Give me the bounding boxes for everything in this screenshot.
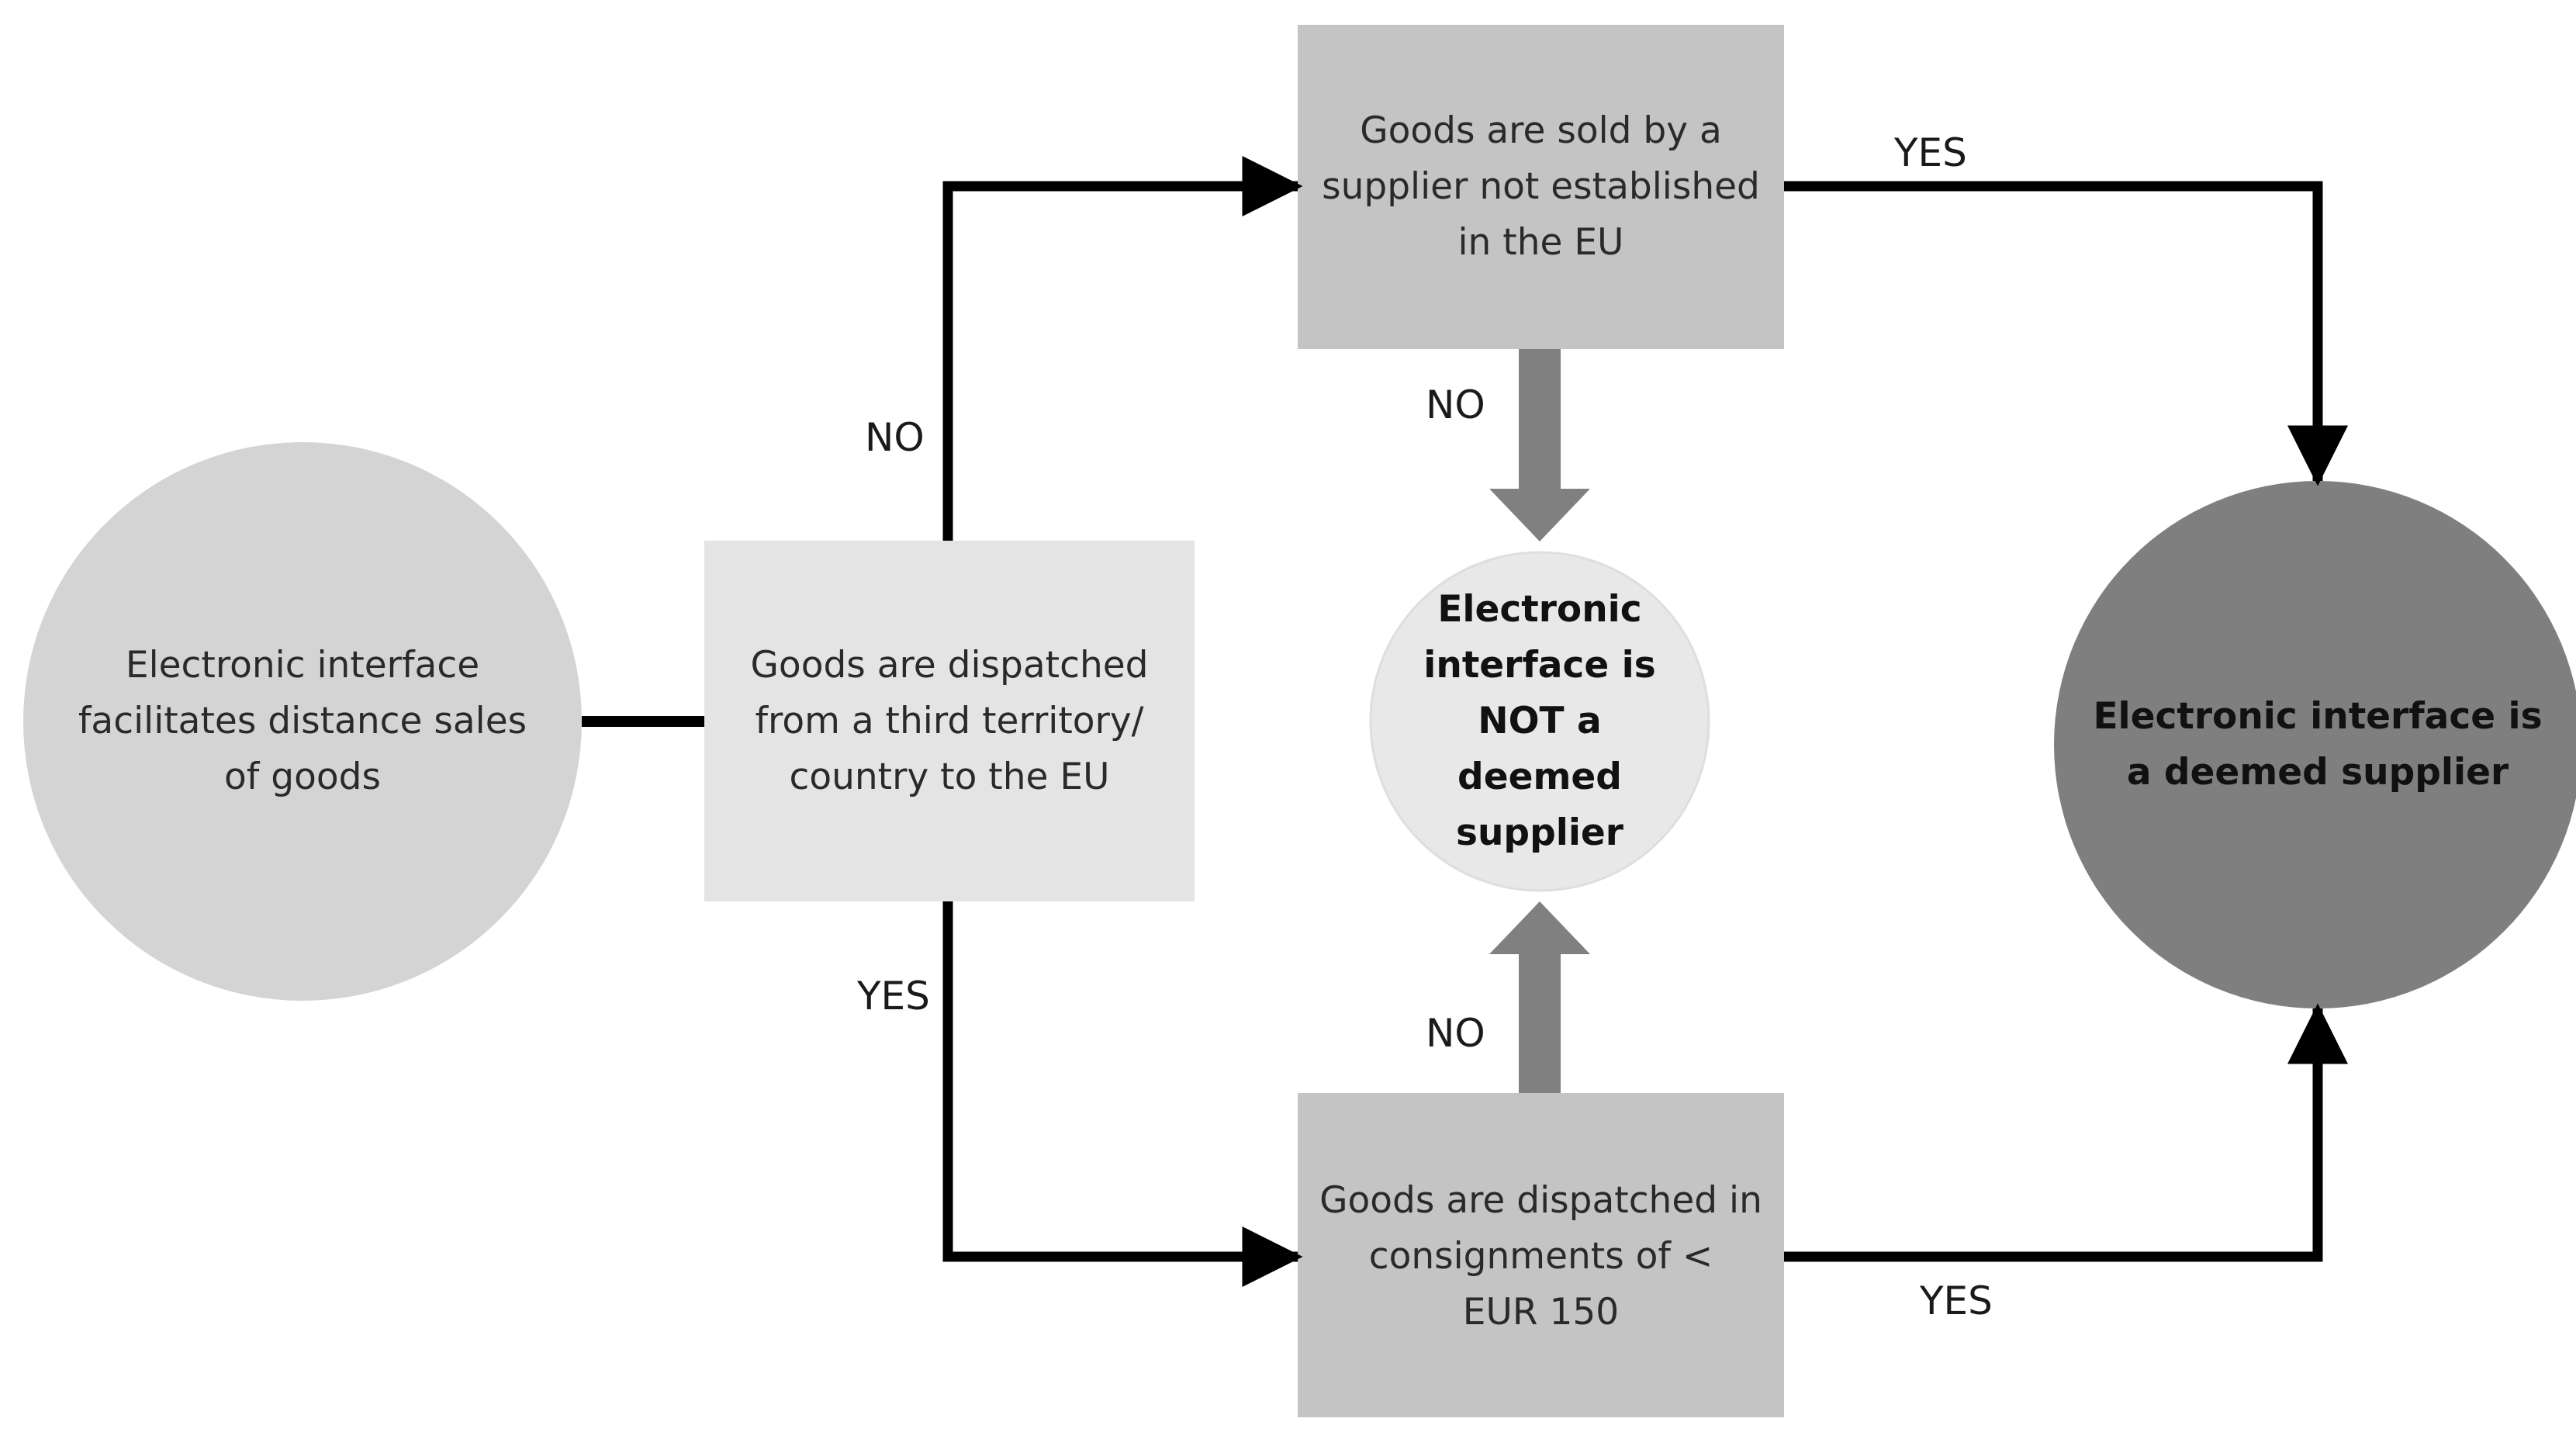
not-deemed-text: Electronic interface is NOT a deemed sup… xyxy=(1423,588,1656,854)
deemed-text: Electronic interface is a deemed supplie… xyxy=(2093,695,2543,794)
deemed-circle xyxy=(2054,481,2576,1008)
not-deemed-circle xyxy=(1369,551,1710,892)
label-no-top-center: NO xyxy=(1426,382,1485,427)
start-text: Electronic interface facilitates distanc… xyxy=(78,644,527,798)
no-to-not-established-arrow xyxy=(942,156,1303,541)
consignments-text: Goods are dispatched in consignments of … xyxy=(1319,1179,1762,1334)
dispatched-third-box xyxy=(704,541,1195,901)
consignments-box xyxy=(1298,1093,1784,1417)
label-yes-bottom-right: YES xyxy=(1920,1278,1993,1323)
yes-to-consignments-arrow xyxy=(942,901,1303,1287)
no-up-block-arrow xyxy=(1489,901,1590,1093)
label-no-bottom-center: NO xyxy=(1426,1011,1485,1056)
no-down-block-arrow xyxy=(1489,349,1590,541)
not-established-text: Goods are sold by a supplier not establi… xyxy=(1322,109,1760,264)
yes-not-established-to-deemed-arrow xyxy=(1784,181,2348,486)
label-yes-down: YES xyxy=(857,974,930,1019)
label-yes-top-right: YES xyxy=(1894,130,1967,175)
not-established-box xyxy=(1298,25,1784,349)
label-no-up: NO xyxy=(865,415,925,460)
yes-consignments-to-deemed-arrow xyxy=(1784,1003,2348,1262)
start-circle xyxy=(23,442,582,1001)
dispatched-third-text: Goods are dispatched from a third territ… xyxy=(750,644,1149,798)
